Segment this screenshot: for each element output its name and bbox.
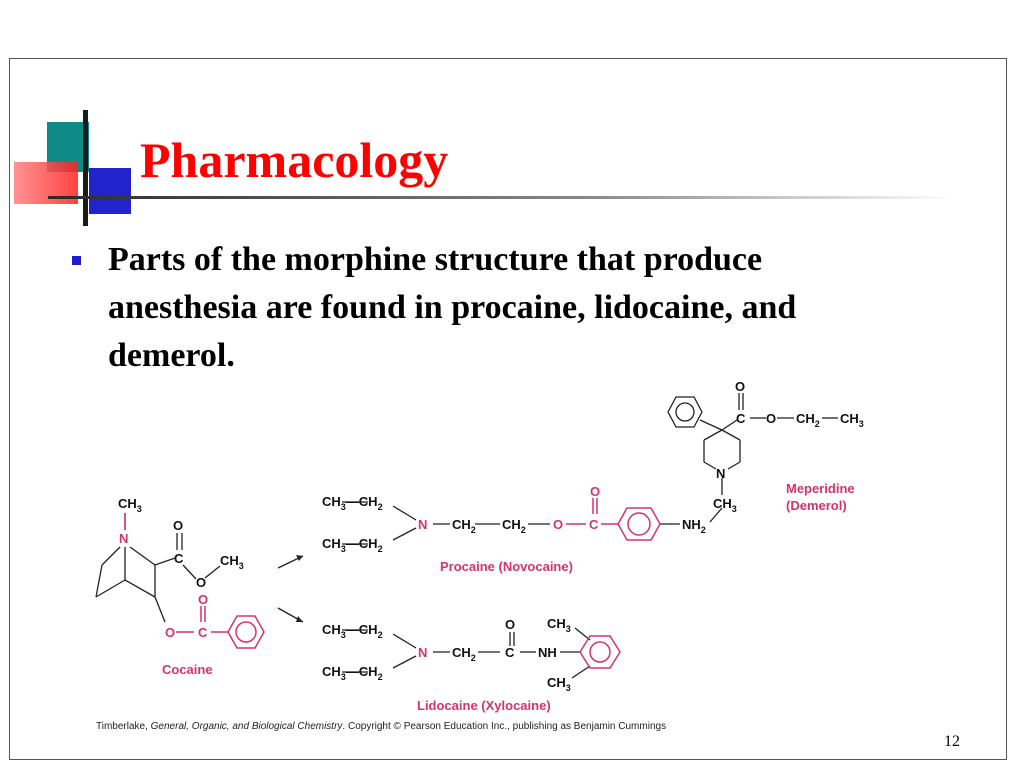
svg-text:O: O <box>173 518 183 533</box>
svg-text:N: N <box>716 466 725 481</box>
svg-text:CH3: CH3 <box>220 553 244 571</box>
bullet-square-icon <box>72 256 81 265</box>
svg-text:O: O <box>196 575 206 590</box>
svg-text:O: O <box>165 625 175 640</box>
svg-text:CH2: CH2 <box>452 517 476 535</box>
svg-text:C: C <box>505 645 515 660</box>
lidocaine-benzene-ring <box>579 635 621 669</box>
demerol-label: (Demerol) <box>786 498 847 513</box>
svg-text:N: N <box>418 645 427 660</box>
svg-text:CH3: CH3 <box>547 616 571 634</box>
slide-title: Pharmacology <box>140 132 449 188</box>
svg-text:NH: NH <box>538 645 557 660</box>
svg-text:N: N <box>119 531 128 546</box>
svg-text:C: C <box>198 625 208 640</box>
svg-text:CH2: CH2 <box>796 411 820 429</box>
svg-text:O: O <box>766 411 776 426</box>
svg-text:CH2: CH2 <box>452 645 476 663</box>
svg-text:NH2: NH2 <box>682 517 706 535</box>
svg-text:CH3—CH2: CH3—CH2 <box>322 494 383 512</box>
meperidine-label: Meperidine <box>786 481 855 496</box>
svg-text:O: O <box>590 484 600 499</box>
svg-text:CH3: CH3 <box>547 675 571 693</box>
svg-text:O: O <box>505 617 515 632</box>
procaine-benzene-ring <box>617 507 661 541</box>
svg-text:O: O <box>198 592 208 607</box>
svg-text:CH3: CH3 <box>118 496 142 514</box>
svg-text:CH2: CH2 <box>502 517 526 535</box>
cocaine-label: Cocaine <box>162 662 213 677</box>
svg-text:CH3—CH2: CH3—CH2 <box>322 536 383 554</box>
cocaine-benzene-ring <box>227 615 265 649</box>
bullet-text: Parts of the morphine structure that pro… <box>108 241 797 374</box>
svg-text:C: C <box>589 517 599 532</box>
page-number: 12 <box>944 733 960 750</box>
svg-text:O: O <box>553 517 563 532</box>
procaine-label: Procaine (Novocaine) <box>440 559 573 574</box>
svg-text:CH3: CH3 <box>840 411 864 429</box>
svg-text:C: C <box>736 411 746 426</box>
svg-text:CH3—CH2: CH3—CH2 <box>322 622 383 640</box>
figure-credit: Timberlake, General, Organic, and Biolog… <box>96 721 667 732</box>
svg-text:CH3: CH3 <box>713 496 737 514</box>
svg-text:CH3—CH2: CH3—CH2 <box>322 664 383 682</box>
svg-text:C: C <box>174 551 184 566</box>
meperidine-benzene-ring <box>667 396 703 428</box>
svg-text:O: O <box>735 379 745 394</box>
svg-text:N: N <box>418 517 427 532</box>
lidocaine-label: Lidocaine (Xylocaine) <box>417 698 551 713</box>
slide-frame <box>9 58 1007 760</box>
